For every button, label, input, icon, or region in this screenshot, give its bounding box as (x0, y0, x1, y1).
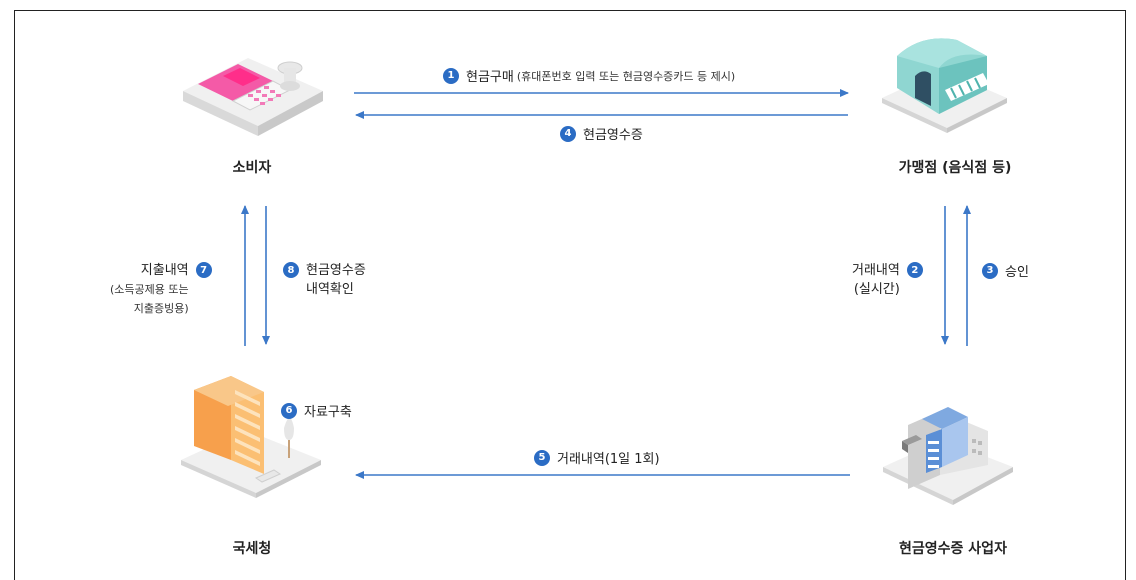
operator-label: 현금영수증 사업자 (899, 541, 1007, 557)
step-2-badge: 2 (906, 262, 923, 278)
server-building-icon (883, 407, 1013, 505)
step-2-line2: (실시간) (853, 282, 900, 297)
step-4-cash-receipt: 4 현금영수증 (560, 124, 643, 143)
step-8-receipt-check: 8 현금영수증 내역확인 (283, 261, 366, 299)
step-7-expense-history: 지출내역 (소득공제용 또는 지출증빙용) 7 (110, 261, 212, 318)
step-3-approval: 3 승인 (982, 261, 1029, 280)
step-8-line1: 현금영수증 (306, 263, 366, 278)
step-1-badge: 1 (443, 67, 459, 84)
store-icon (882, 38, 1007, 133)
step-7-line3: 지출증빙용) (133, 302, 189, 315)
step-2-transaction-realtime: 거래내역 (실시간) 2 (852, 261, 923, 299)
step-2-line1: 거래내역 (852, 263, 900, 278)
merchant-label: 가맹점 (음식점 등) (898, 160, 1012, 176)
step-3-badge: 3 (982, 262, 998, 279)
flow-arrows (241, 89, 971, 479)
step-8-badge: 8 (283, 262, 299, 278)
step-8-line2: 내역확인 (306, 282, 354, 297)
step-4-label: 현금영수증 (583, 128, 643, 143)
step-1-note: (휴대폰번호 입력 또는 현금영수증카드 등 제시) (516, 69, 736, 83)
step-1-cash-purchase: 1 현금구매 (휴대폰번호 입력 또는 현금영수증카드 등 제시) (443, 66, 735, 85)
step-5-label: 거래내역(1일 1회) (557, 452, 660, 467)
diagram-frame (14, 10, 1126, 580)
step-6-badge: 6 (281, 402, 297, 419)
tax-office-building-icon (181, 376, 321, 498)
step-7-line2: (소득공제용 또는 (110, 283, 189, 296)
nts-label: 국세청 (232, 541, 272, 557)
step-4-badge: 4 (560, 125, 576, 142)
step-7-badge: 7 (195, 262, 212, 278)
step-6-label: 자료구축 (304, 405, 352, 420)
consumer-label: 소비자 (232, 160, 272, 176)
step-3-label: 승인 (1005, 265, 1029, 280)
step-1-label: 현금구매 (466, 70, 514, 85)
step-5-badge: 5 (534, 449, 550, 466)
payment-terminal-icon (183, 58, 323, 136)
step-7-line1: 지출내역 (140, 263, 189, 278)
step-5-daily-transactions: 5 거래내역(1일 1회) (534, 448, 660, 467)
step-6-data-build: 6 자료구축 (281, 401, 352, 420)
